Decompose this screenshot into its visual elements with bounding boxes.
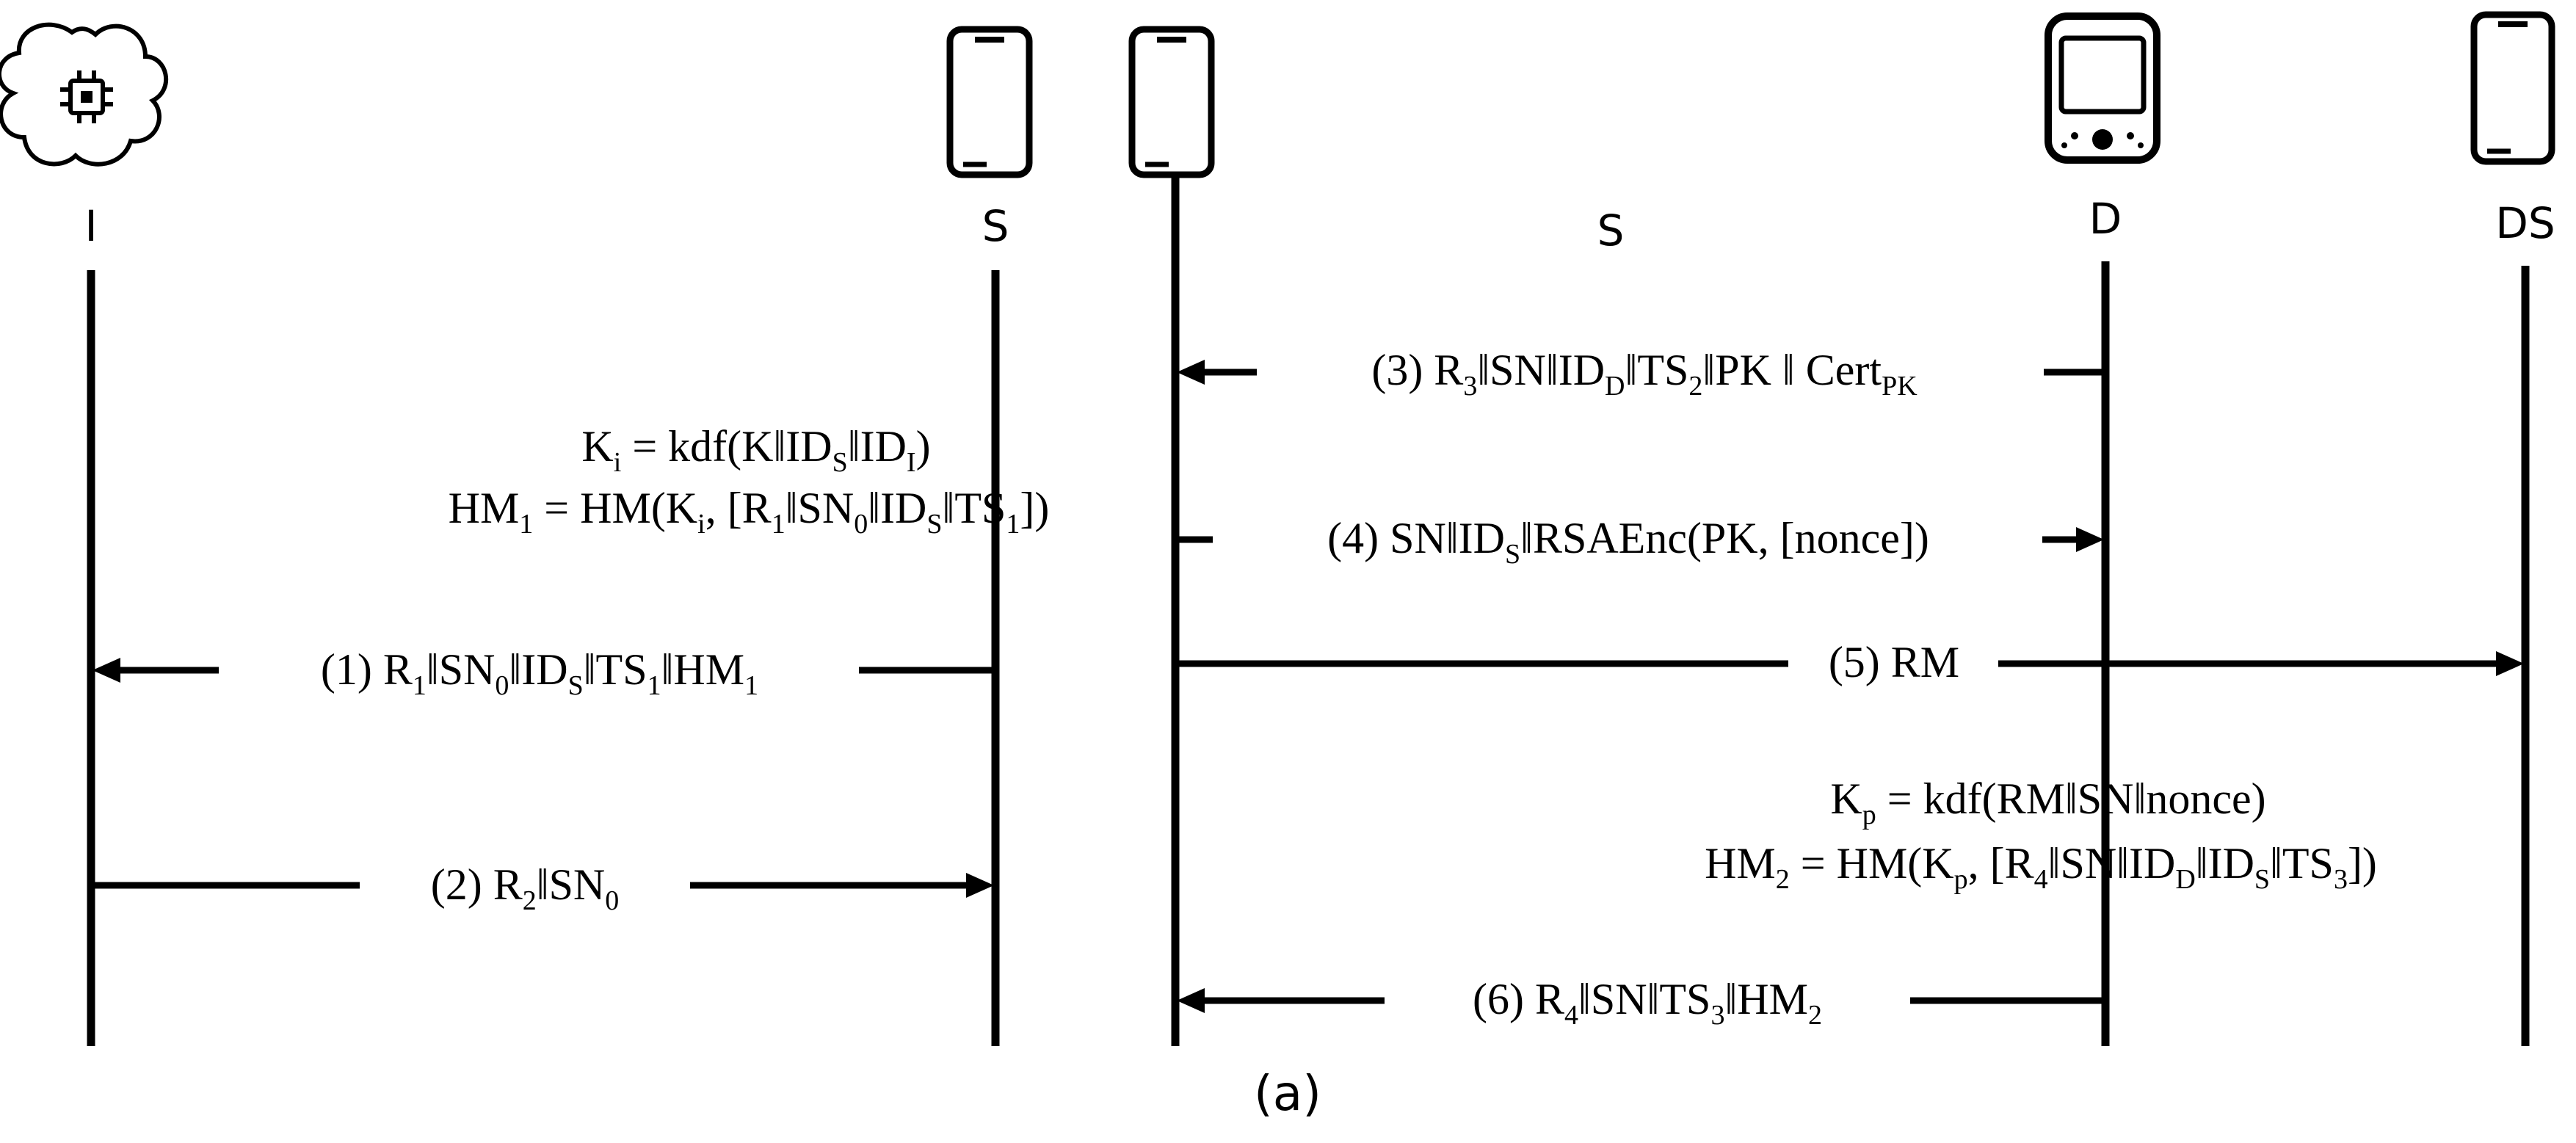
message-5-arrowhead bbox=[2496, 651, 2524, 676]
message-2-arrowhead bbox=[966, 873, 994, 898]
computation-kp: Kp = kdf(RM‖SN‖nonce) bbox=[1830, 774, 2265, 830]
smartphone-icon bbox=[1128, 26, 1215, 178]
message-5-label: (5) RM bbox=[1829, 638, 1959, 686]
message-6-arrowhead bbox=[1177, 988, 1205, 1013]
actor-label-s-right: S bbox=[1597, 206, 1625, 255]
pda-device-icon bbox=[2045, 12, 2160, 164]
smartphone-icon bbox=[2470, 11, 2555, 165]
message-6-label: (6) R4‖SN‖TS3‖HM2 bbox=[1473, 975, 1822, 1031]
message-4-arrowhead bbox=[2076, 527, 2104, 552]
message-3-arrowhead bbox=[1177, 360, 1205, 385]
message-2-label: (2) R2‖SN0 bbox=[431, 860, 620, 916]
message-1-arrowhead bbox=[92, 658, 120, 683]
smartphone-icon bbox=[946, 26, 1033, 178]
computation-hm1: HM1 = HM(Ki, [R1‖SN0‖IDS‖TS1]) bbox=[449, 484, 1050, 540]
message-4-label: (4) SN‖IDS‖RSAEnc(PK, [nonce]) bbox=[1327, 514, 1929, 570]
computation-hm2: HM2 = HM(Kp, [R4‖SN‖IDD‖IDS‖TS3]) bbox=[1705, 839, 2377, 895]
actor-label-i: I bbox=[84, 201, 97, 251]
actor-label-s-left: S bbox=[982, 201, 1009, 251]
actor-label-d: D bbox=[2089, 194, 2122, 244]
figure-caption: (a) bbox=[1254, 1065, 1321, 1122]
message-1-label: (1) R1‖SN0‖IDS‖TS1‖HM1 bbox=[321, 645, 758, 701]
brain-chip-icon bbox=[0, 22, 168, 167]
computation-ki: Ki = kdf(K‖IDS‖IDI) bbox=[581, 422, 930, 478]
actor-label-ds: DS bbox=[2495, 198, 2555, 248]
message-3-label: (3) R3‖SN‖IDD‖TS2‖PK ‖ CertPK bbox=[1371, 346, 1918, 402]
